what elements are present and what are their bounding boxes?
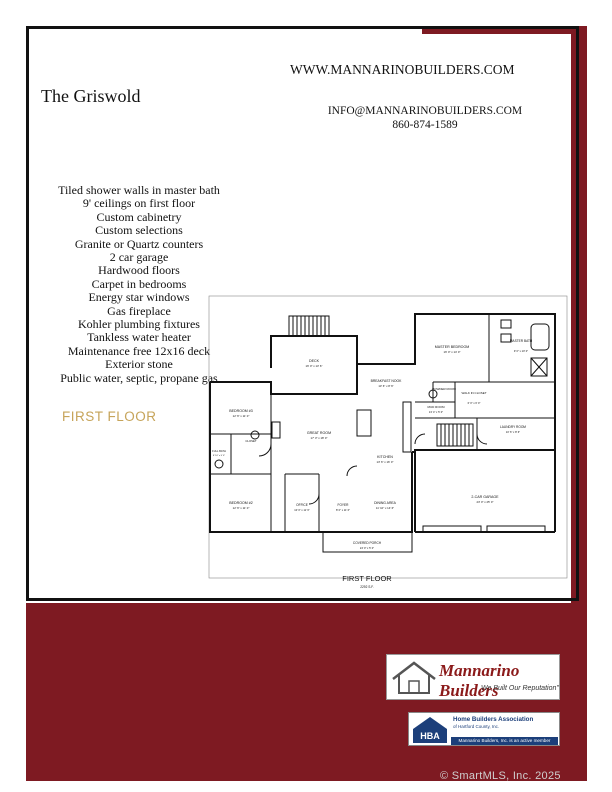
label-mud-room: MUD ROOM xyxy=(428,405,445,409)
label-walk-in-closet: WALK IN CLOSET xyxy=(461,391,486,395)
dim-office: 10' 0" x 11' 6" xyxy=(294,508,310,512)
label-master-bedroom: MASTER BEDROOM xyxy=(435,345,470,349)
feature-item: Custom selections xyxy=(95,223,183,238)
dim-laundry-room: 10' 6" x 8' 6" xyxy=(506,430,520,434)
hba-logo: HBA Home Builders Association of Hartfor… xyxy=(408,712,560,746)
label-powder-room: POWDER ROOM xyxy=(432,387,456,391)
page-frame xyxy=(26,26,579,601)
label-foyer: FOYER xyxy=(338,503,350,507)
plan-square-feet: 2292 S.F. xyxy=(360,585,374,589)
feature-item: Custom cabinetry xyxy=(96,209,182,224)
feature-item: Tankless water heater xyxy=(87,330,191,345)
hba-house-icon: HBA xyxy=(413,717,447,743)
label-covered-porch: COVERED PORCH xyxy=(353,541,382,545)
feature-item: Public water, septic, propane gas xyxy=(60,370,218,385)
hba-badge-text: HBA xyxy=(420,731,440,741)
dim-kitchen: 13' 6" x 16' 0" xyxy=(377,460,394,464)
label-dining-area: DINING AREA xyxy=(374,501,397,505)
content-panel xyxy=(34,34,571,603)
label-laundry-room: LAUNDRY ROOM xyxy=(500,425,526,429)
feature-item: Granite or Quartz counters xyxy=(74,236,204,251)
dim-master-bath: 9' 0" x 10' 0" xyxy=(514,349,528,353)
dim-master-bedroom: 16' 0" x 14' 0" xyxy=(444,350,461,354)
first-floor-label: FIRST FLOOR xyxy=(62,409,157,424)
label-bedroom-2: BEDROOM #2 xyxy=(229,501,253,505)
floor-plan-drawing: DECK 16' 0" x 13' 6" MASTER BEDROOM 16' … xyxy=(208,295,568,589)
feature-item: Exterior stone xyxy=(105,357,173,372)
plan-caption: FIRST FLOOR xyxy=(342,574,392,583)
feature-item: 9' ceilings on first floor xyxy=(82,196,196,211)
dim-bedroom-3: 12' 6" x 11' 0" xyxy=(233,414,250,418)
feature-item: Tiled shower walls in master bath xyxy=(58,183,220,197)
plan-title: The Griswold xyxy=(41,86,141,106)
label-master-bath: MASTER BATH xyxy=(510,339,533,343)
label-breakfast-nook: BREAKFAST NOOK xyxy=(371,379,403,383)
label-great-room: GREAT ROOM xyxy=(307,431,331,435)
hba-county: of Hartford County, Inc. xyxy=(453,724,500,729)
label-closet: CLOSET xyxy=(245,439,256,443)
dim-covered-porch: 24' 0" x 5' 0" xyxy=(360,546,374,550)
feature-item: 2 car garage xyxy=(109,250,169,265)
copyright-watermark: © SmartMLS, Inc. 2025 xyxy=(440,770,561,782)
dim-walk-in-closet: 6' 0" x 6' 0" xyxy=(468,401,481,405)
dim-garage: 23' 0" x 25' 0" xyxy=(477,500,494,504)
label-bedroom-3: BEDROOM #3 xyxy=(229,409,253,413)
feature-item: Gas fireplace xyxy=(107,303,171,318)
dim-dining-area: 11' 10" x 14' 6" xyxy=(376,506,394,510)
brand-tagline: We Built Our Reputation" xyxy=(481,685,559,692)
phone-text: 860-874-1589 xyxy=(392,119,458,131)
feature-item: Kohler plumbing fixtures xyxy=(78,317,200,332)
label-full-bath: FULL BATH xyxy=(212,449,226,453)
dim-foyer: 8' 0" x 11' 6" xyxy=(336,508,350,512)
feature-list: Tiled shower walls in master bath 9' cei… xyxy=(34,183,244,385)
dim-mud-room: 13' 4" x 5' 0" xyxy=(429,410,443,414)
label-deck: DECK xyxy=(309,359,320,363)
dim-full-bath: 8' 10" x 5' 0" xyxy=(213,455,225,457)
dim-deck: 16' 0" x 13' 6" xyxy=(306,364,323,368)
feature-item: Hardwood floors xyxy=(98,263,180,278)
dim-breakfast-nook: 13' 6" x 8' 6" xyxy=(378,384,393,388)
label-garage: 2-CAR GARAGE xyxy=(471,495,499,499)
label-office: OFFICE xyxy=(296,503,308,507)
brand-name: Mannarino Builders xyxy=(439,661,520,700)
hba-name: Home Builders Association xyxy=(453,716,534,723)
website-text: WWW.MANNARINOBUILDERS.COM xyxy=(290,62,515,77)
email-text: INFO@MANNARINOBUILDERS.COM xyxy=(327,105,523,117)
house-icon xyxy=(392,661,436,694)
dim-bedroom-2: 12' 6" x 11' 0" xyxy=(233,506,250,510)
label-kitchen: KITCHEN xyxy=(377,455,393,459)
feature-item: Carpet in bedrooms xyxy=(91,276,187,291)
mannarino-logo: Mannarino Builders We Built Our Reputati… xyxy=(386,654,560,700)
hba-member-note: Mannarino Builders, Inc. is an active me… xyxy=(451,737,558,745)
floor-plan: DECK 16' 0" x 13' 6" MASTER BEDROOM 16' … xyxy=(207,294,571,598)
dim-great-room: 17' 3" x 18' 0" xyxy=(311,436,328,440)
feature-item: Energy star windows xyxy=(88,290,190,305)
feature-item: Maintenance free 12x16 deck xyxy=(67,343,211,358)
